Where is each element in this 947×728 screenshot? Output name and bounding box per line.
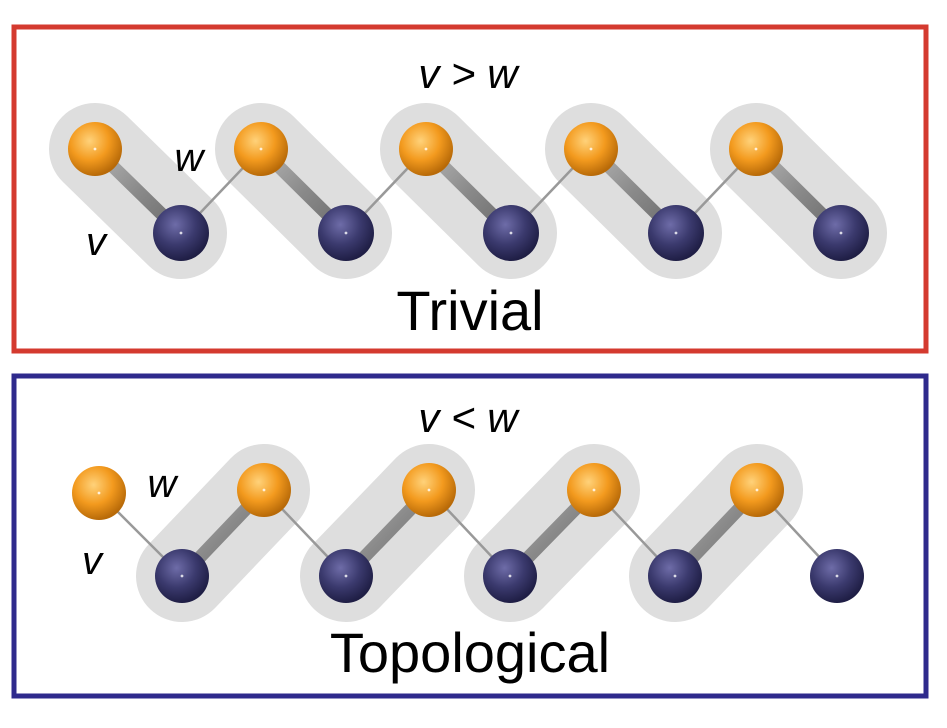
- topological-panel: v < w w v Topological: [11, 373, 929, 699]
- site-a-highlight: [424, 147, 428, 151]
- site-b-highlight: [180, 574, 184, 578]
- topological-chain: [72, 444, 864, 623]
- site-a-highlight: [592, 488, 596, 492]
- trivial-condition: v > w: [418, 50, 520, 97]
- site-b-highlight: [835, 574, 839, 578]
- topological-condition: v < w: [418, 394, 520, 441]
- trivial-label-w: w: [175, 136, 207, 180]
- site-b-highlight: [839, 231, 843, 235]
- site-b-highlight: [508, 574, 512, 578]
- topological-frame: [11, 373, 929, 699]
- topological-phase-label: Topological: [330, 621, 610, 684]
- site-a-highlight: [754, 147, 758, 151]
- topological-label-w: w: [148, 462, 180, 506]
- site-a-highlight: [262, 488, 266, 492]
- site-a-highlight: [427, 488, 431, 492]
- site-b-highlight: [344, 574, 348, 578]
- site-a-highlight: [97, 491, 101, 495]
- site-b-highlight: [179, 231, 183, 235]
- trivial-frame: [11, 24, 929, 354]
- site-b-highlight: [673, 574, 677, 578]
- site-b-highlight: [509, 231, 513, 235]
- site-a-highlight: [755, 488, 759, 492]
- site-a-highlight: [259, 147, 263, 151]
- trivial-label-v: v: [86, 220, 108, 264]
- site-b-highlight: [674, 231, 678, 235]
- site-b-highlight: [344, 231, 348, 235]
- site-a-highlight: [93, 147, 97, 151]
- site-a-highlight: [589, 147, 593, 151]
- topological-label-v: v: [82, 539, 104, 583]
- trivial-chain: [48, 102, 887, 280]
- trivial-phase-label: Trivial: [396, 279, 543, 342]
- trivial-panel: v > w w v Trivial: [11, 24, 929, 354]
